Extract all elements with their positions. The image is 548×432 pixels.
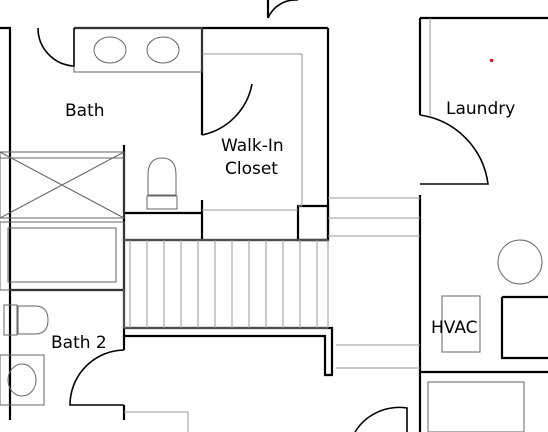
room-label-closet: Closet — [225, 159, 278, 179]
sink — [0, 354, 45, 406]
staircase — [123, 239, 329, 329]
room-label-walk-in: Walk-In — [221, 136, 284, 156]
toilet — [146, 157, 178, 210]
appliance — [427, 381, 525, 432]
shower — [0, 151, 125, 219]
toilet — [3, 304, 49, 336]
sink — [93, 36, 127, 64]
door-swing — [354, 406, 408, 432]
room-label-hvac: HVAC — [431, 318, 478, 338]
stair-outline — [123, 239, 329, 329]
hvac-unit — [441, 295, 481, 353]
room-label-bath: Bath — [65, 101, 105, 121]
door-swing — [37, 27, 75, 67]
door-swing — [69, 349, 125, 406]
marker-dot — [490, 59, 493, 62]
fixtures — [0, 27, 543, 432]
bathtub — [0, 221, 125, 291]
door-swing — [201, 83, 253, 136]
double-vanity — [73, 27, 203, 73]
sink — [146, 36, 180, 64]
water-heater — [497, 239, 543, 285]
room-label-laundry: Laundry — [446, 99, 515, 119]
room-label-bath-2: Bath 2 — [51, 333, 107, 353]
thin-lines — [124, 18, 431, 432]
door-swing — [419, 114, 489, 185]
door-swing — [267, 0, 298, 19]
room-labels: Bath Walk-In Closet Laundry Bath 2 HVAC — [51, 99, 515, 353]
doors — [37, 0, 489, 432]
